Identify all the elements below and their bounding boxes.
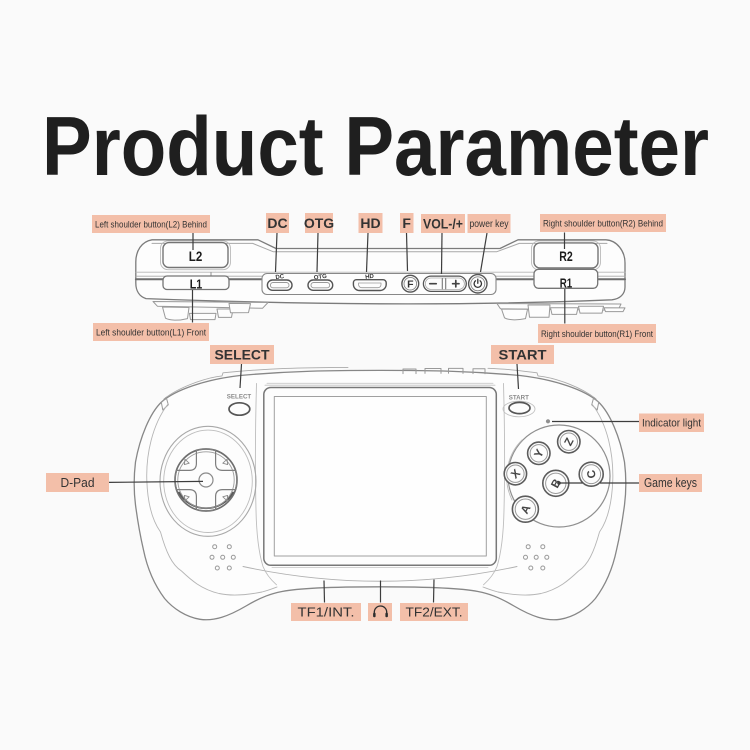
svg-text:C: C <box>586 469 599 479</box>
svg-text:HD: HD <box>360 215 380 231</box>
svg-text:OTG: OTG <box>314 274 328 282</box>
svg-text:DC: DC <box>267 215 287 231</box>
svg-text:L1: L1 <box>190 278 203 292</box>
svg-text:SELECT: SELECT <box>215 347 270 363</box>
svg-text:Game keys: Game keys <box>644 476 697 490</box>
svg-text:VOL-/+: VOL-/+ <box>423 217 463 232</box>
svg-text:START: START <box>499 347 547 363</box>
svg-text:Right shoulder button(R1) Fron: Right shoulder button(R1) Front <box>541 329 653 340</box>
svg-text:Left shoulder button(L2) Behin: Left shoulder button(L2) Behind <box>95 220 207 231</box>
svg-text:HD: HD <box>365 274 375 281</box>
svg-text:R1: R1 <box>560 277 573 291</box>
svg-text:Z: Z <box>563 436 577 448</box>
svg-text:Indicator light: Indicator light <box>642 418 701 430</box>
svg-text:OTG: OTG <box>304 215 334 231</box>
svg-text:SELECT: SELECT <box>227 393 252 400</box>
svg-text:TF1/INT.: TF1/INT. <box>298 606 355 620</box>
svg-text:Right shoulder button(R2) Behi: Right shoulder button(R2) Behind <box>543 219 663 230</box>
svg-text:Left shoulder button(L1) Front: Left shoulder button(L1) Front <box>96 328 206 339</box>
svg-text:D-Pad: D-Pad <box>61 476 95 490</box>
svg-text:L2: L2 <box>189 248 203 264</box>
svg-text:F: F <box>402 215 411 231</box>
svg-text:START: START <box>509 394 529 401</box>
svg-text:R2: R2 <box>559 248 573 264</box>
svg-text:DC: DC <box>275 274 285 281</box>
svg-text:TF2/EXT.: TF2/EXT. <box>406 606 463 620</box>
svg-text:power key: power key <box>470 219 509 230</box>
svg-text:Product Parameter: Product Parameter <box>42 99 709 193</box>
svg-text:F: F <box>407 279 414 291</box>
